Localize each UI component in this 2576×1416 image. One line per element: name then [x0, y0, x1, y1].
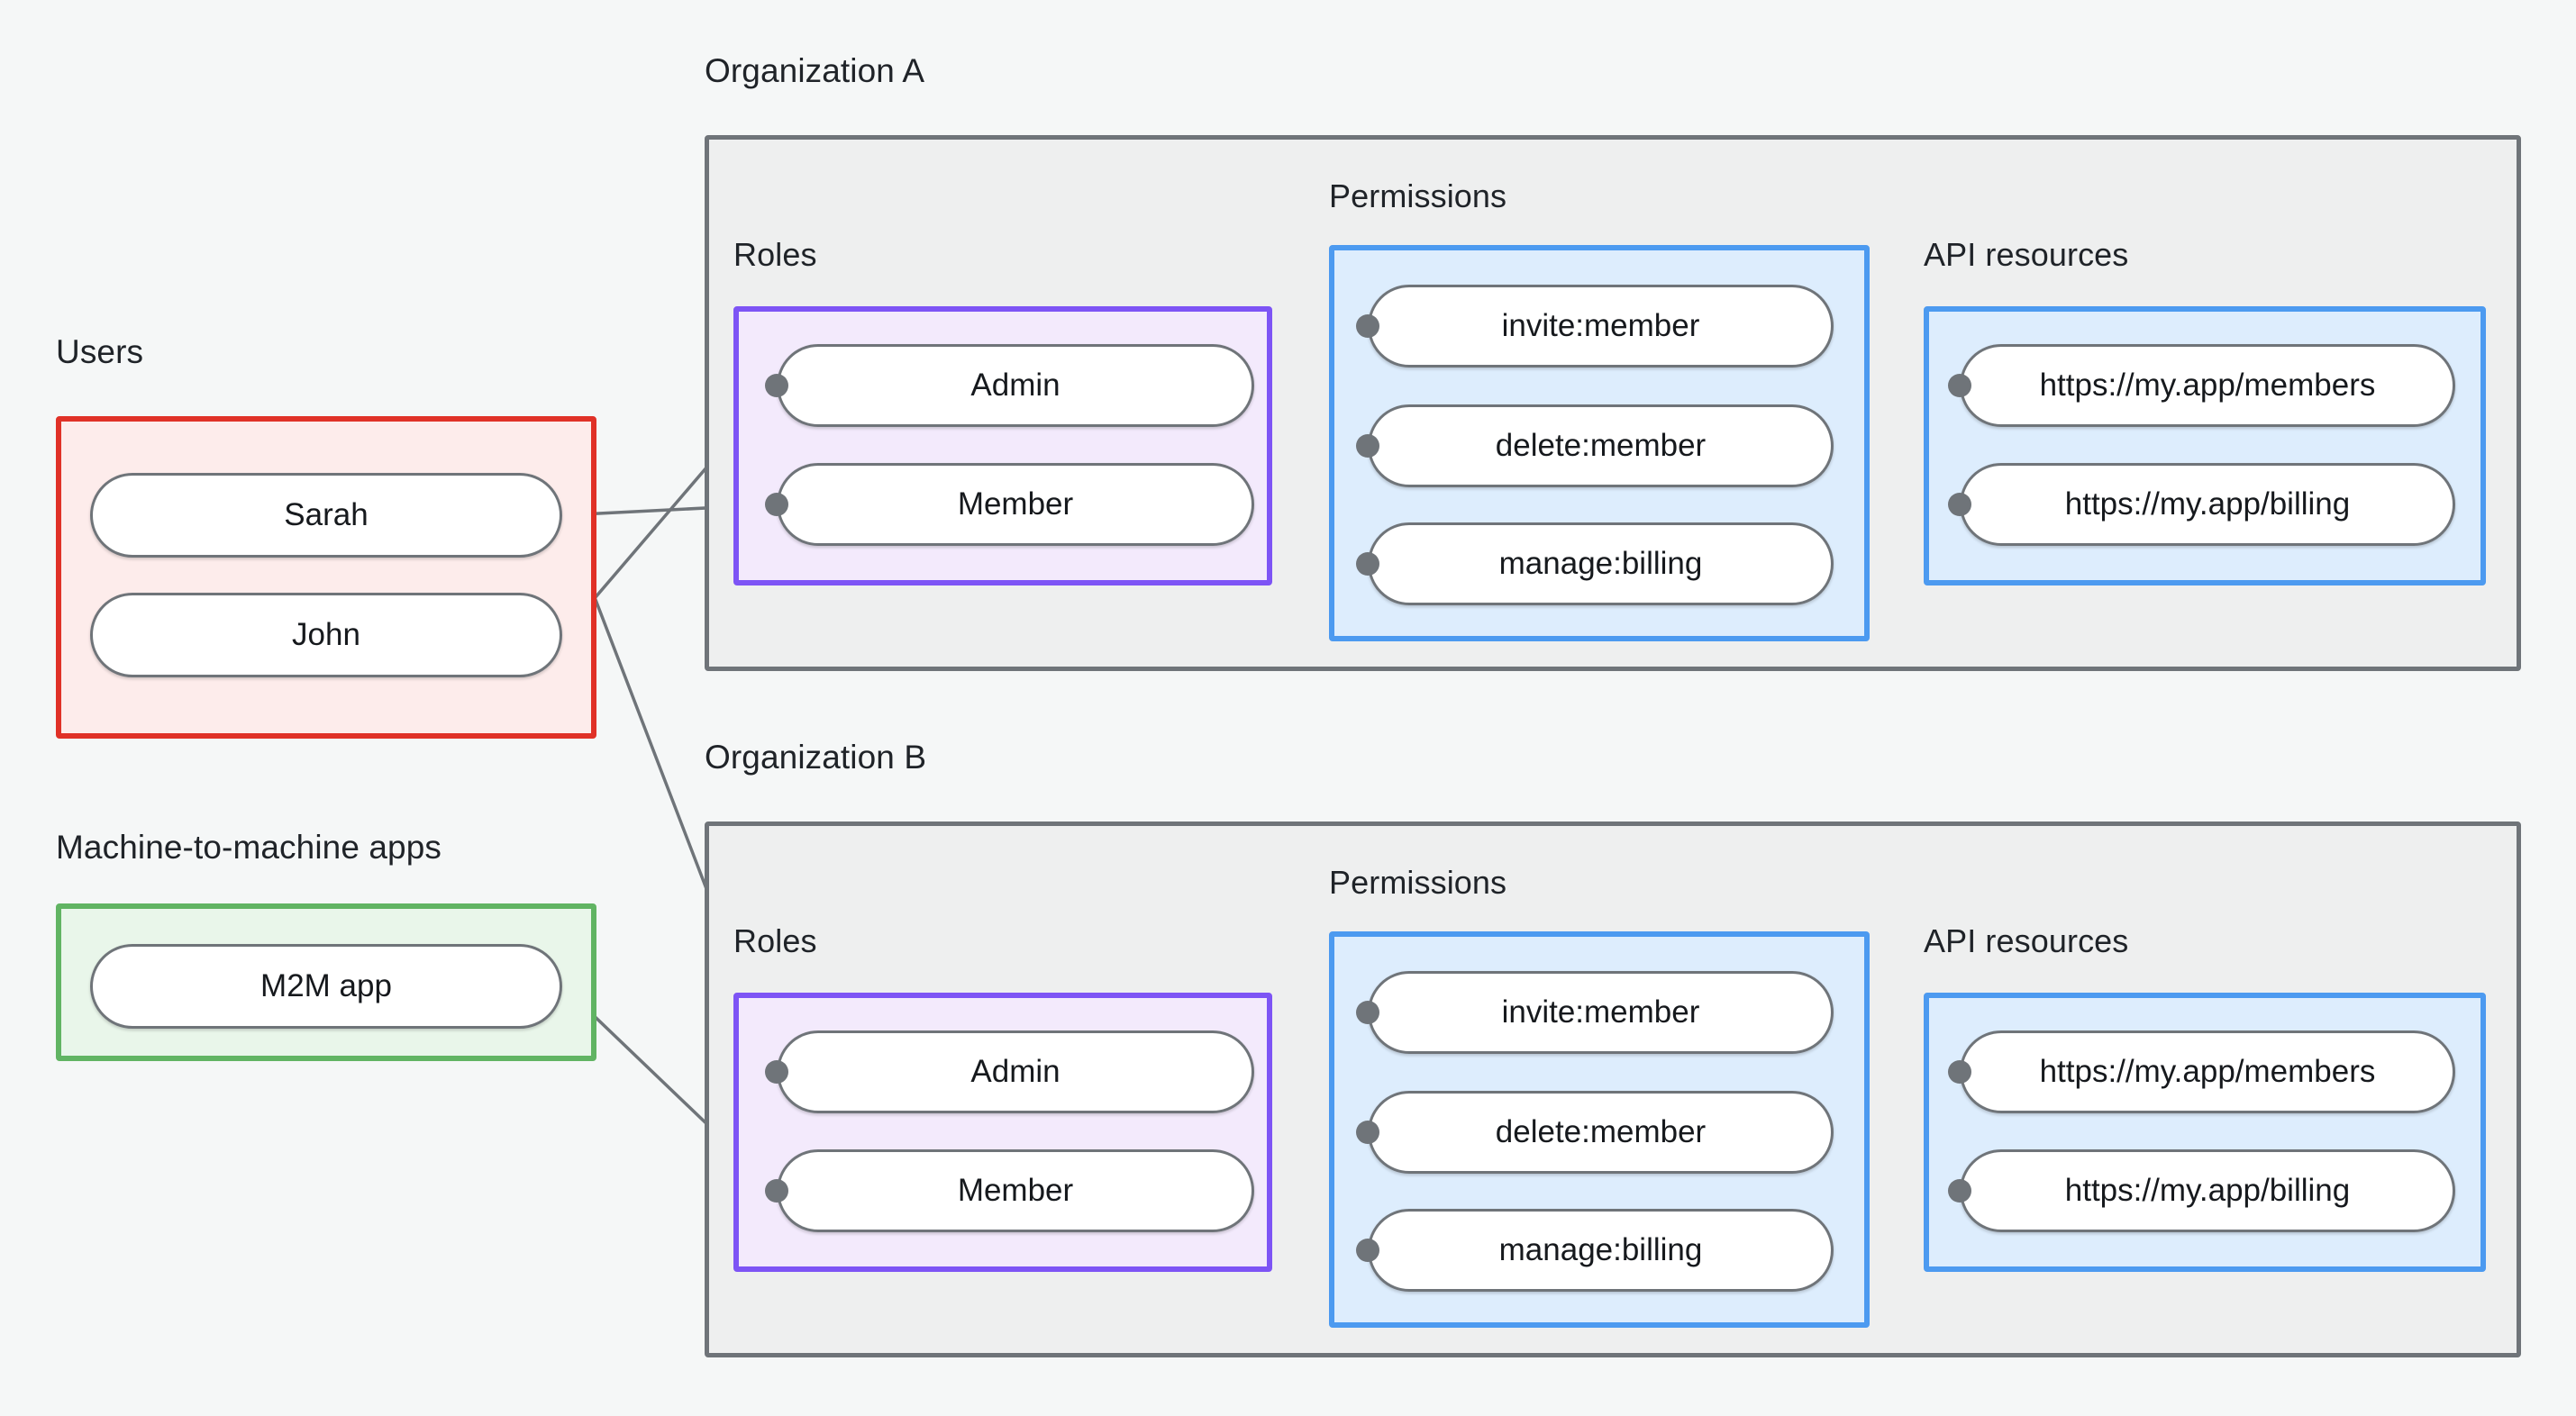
- org-b-title: Organization B: [705, 739, 927, 776]
- dot-orgB-api-billing: [1948, 1179, 1971, 1203]
- dot-orgB-api-members: [1948, 1060, 1971, 1084]
- dot-orgB-admin: [765, 1060, 788, 1084]
- org-b-permission-manage[interactable]: manage:billing: [1368, 1209, 1834, 1292]
- dot-orgB-member: [765, 1179, 788, 1203]
- dot-orgB-invite: [1356, 1001, 1379, 1024]
- pill-user-sarah[interactable]: Sarah: [90, 473, 562, 558]
- org-a-api-label: API resources: [1924, 236, 2129, 273]
- dot-orgA-invite: [1356, 314, 1379, 338]
- pill-user-john[interactable]: John: [90, 593, 562, 677]
- users-title: Users: [56, 333, 144, 370]
- org-b-role-admin[interactable]: Admin: [777, 1030, 1254, 1113]
- pill-m2m-app[interactable]: M2M app: [90, 944, 562, 1029]
- dot-orgA-delete: [1356, 434, 1379, 458]
- org-b-permission-delete[interactable]: delete:member: [1368, 1091, 1834, 1174]
- org-a-permission-invite[interactable]: invite:member: [1368, 285, 1834, 368]
- org-b-roles-label: Roles: [733, 922, 817, 959]
- org-a-permission-manage[interactable]: manage:billing: [1368, 522, 1834, 605]
- users-band: [56, 416, 596, 739]
- org-a-title: Organization A: [705, 52, 925, 89]
- org-b-api-billing[interactable]: https://my.app/billing: [1960, 1149, 2455, 1232]
- org-a-api-members[interactable]: https://my.app/members: [1960, 344, 2455, 427]
- org-b-permissions-label: Permissions: [1329, 864, 1507, 901]
- dot-orgA-member: [765, 493, 788, 516]
- org-a-permission-delete[interactable]: delete:member: [1368, 404, 1834, 487]
- org-a-role-member[interactable]: Member: [777, 463, 1254, 546]
- org-a-roles-label: Roles: [733, 236, 817, 273]
- dot-orgB-delete: [1356, 1121, 1379, 1144]
- org-b-api-members[interactable]: https://my.app/members: [1960, 1030, 2455, 1113]
- dot-orgA-api-members: [1948, 374, 1971, 397]
- org-b-role-member[interactable]: Member: [777, 1149, 1254, 1232]
- org-a-permissions-label: Permissions: [1329, 177, 1507, 214]
- org-a-api-billing[interactable]: https://my.app/billing: [1960, 463, 2455, 546]
- org-a-role-admin[interactable]: Admin: [777, 344, 1254, 427]
- dot-orgA-admin: [765, 374, 788, 397]
- org-b-permission-invite[interactable]: invite:member: [1368, 971, 1834, 1054]
- dot-orgA-api-billing: [1948, 493, 1971, 516]
- m2m-title: Machine-to-machine apps: [56, 829, 442, 866]
- dot-orgA-manage: [1356, 552, 1379, 576]
- dot-orgB-manage: [1356, 1239, 1379, 1262]
- org-b-api-label: API resources: [1924, 922, 2129, 959]
